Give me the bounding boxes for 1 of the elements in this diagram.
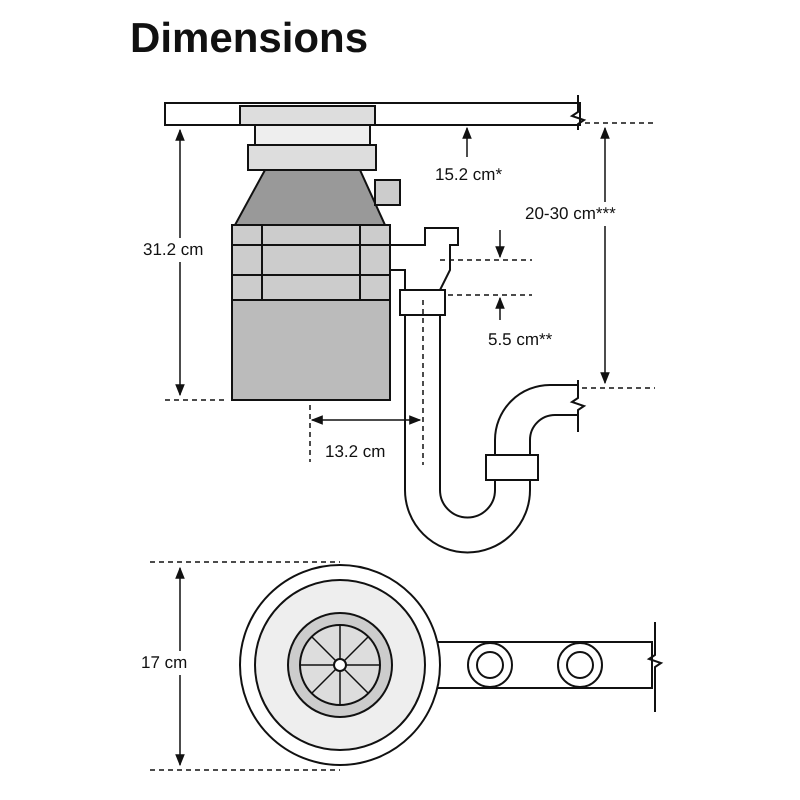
title: Dimensions — [130, 14, 368, 62]
